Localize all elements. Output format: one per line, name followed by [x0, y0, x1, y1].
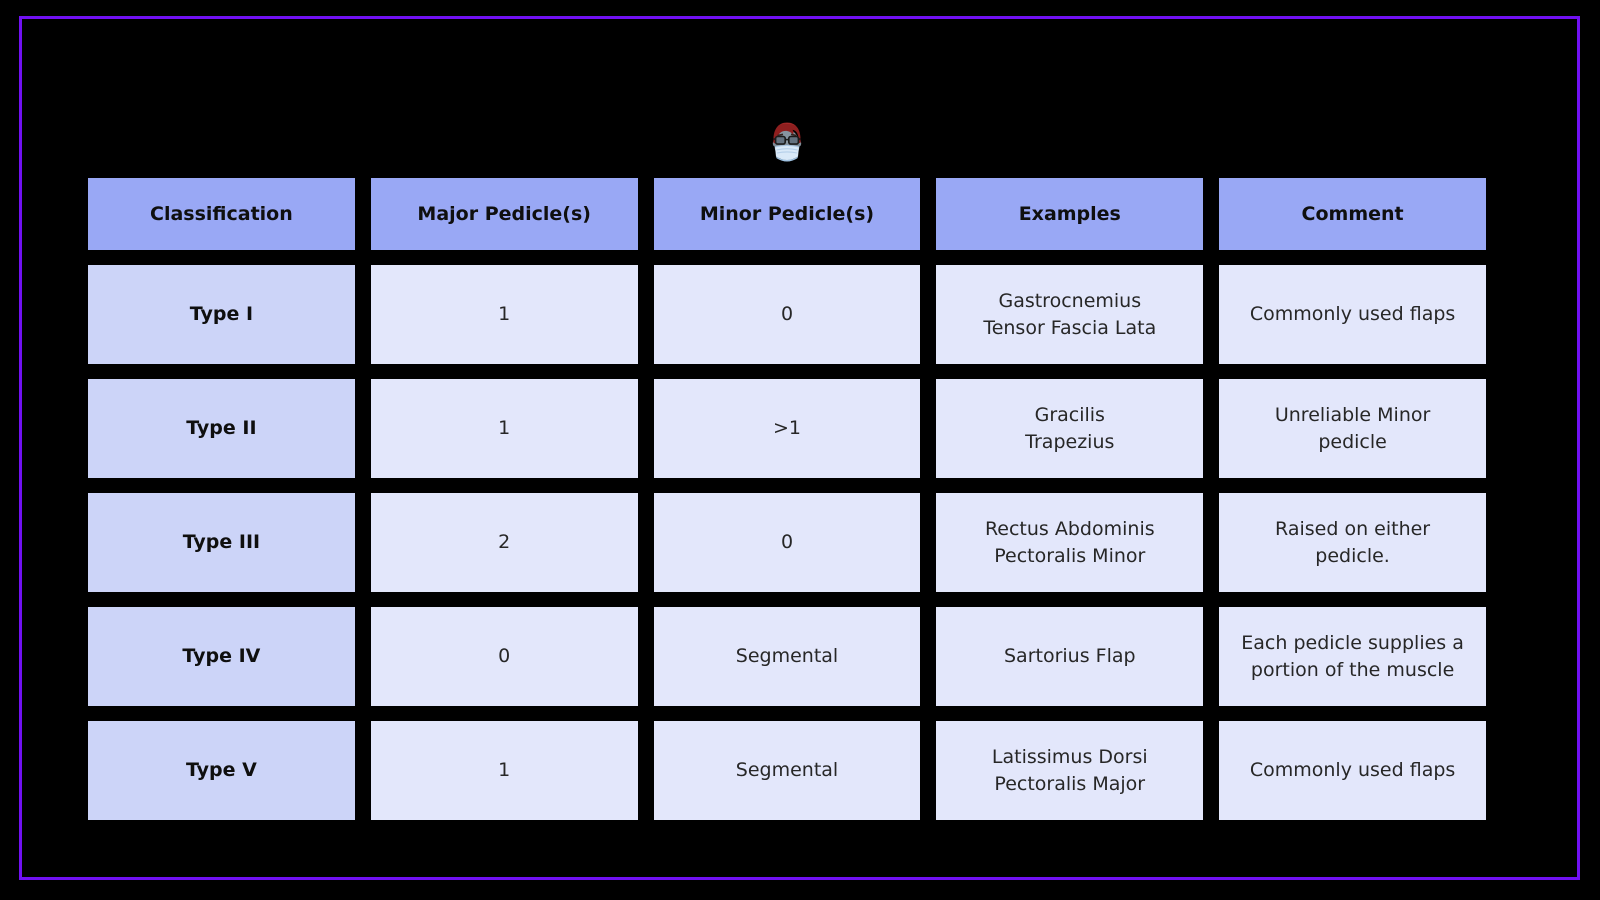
- table-cell: 1: [370, 265, 638, 364]
- table-cell: 0: [370, 607, 638, 706]
- column-header-examples: Examples: [936, 178, 1204, 250]
- table-cell: Gastrocnemius Tensor Fascia Lata: [936, 265, 1204, 364]
- surgeon-avatar-icon: [772, 122, 802, 162]
- column-header-comment: Comment: [1219, 178, 1486, 250]
- row-label: Type III: [88, 493, 355, 592]
- row-label: Type IV: [88, 607, 355, 706]
- table-cell: Rectus Abdominis Pectoralis Minor: [936, 493, 1204, 592]
- table-cell: Raised on either pedicle.: [1219, 493, 1486, 592]
- column-header-major-pedicles: Major Pedicle(s): [370, 178, 638, 250]
- table-cell: 1: [370, 721, 638, 820]
- column-header-minor-pedicles: Minor Pedicle(s): [653, 178, 921, 250]
- table-cell: Commonly used flaps: [1219, 721, 1486, 820]
- table-cell: 1: [370, 379, 638, 478]
- table-cell: >1: [653, 379, 921, 478]
- table-cell: 0: [653, 265, 921, 364]
- classification-table: Classification Major Pedicle(s) Minor Pe…: [88, 178, 1486, 820]
- row-label: Type II: [88, 379, 355, 478]
- table-cell: Segmental: [653, 721, 921, 820]
- table-cell: Unreliable Minor pedicle: [1219, 379, 1486, 478]
- canvas-border: [19, 16, 1580, 880]
- table-cell: Each pedicle supplies a portion of the m…: [1219, 607, 1486, 706]
- row-label: Type I: [88, 265, 355, 364]
- table-cell: 0: [653, 493, 921, 592]
- table-cell: 2: [370, 493, 638, 592]
- table-cell: Commonly used flaps: [1219, 265, 1486, 364]
- table-cell: Latissimus Dorsi Pectoralis Major: [936, 721, 1204, 820]
- table-cell: Gracilis Trapezius: [936, 379, 1204, 478]
- table-cell: Sartorius Flap: [936, 607, 1204, 706]
- row-label: Type V: [88, 721, 355, 820]
- table-cell: Segmental: [653, 607, 921, 706]
- column-header-classification: Classification: [88, 178, 355, 250]
